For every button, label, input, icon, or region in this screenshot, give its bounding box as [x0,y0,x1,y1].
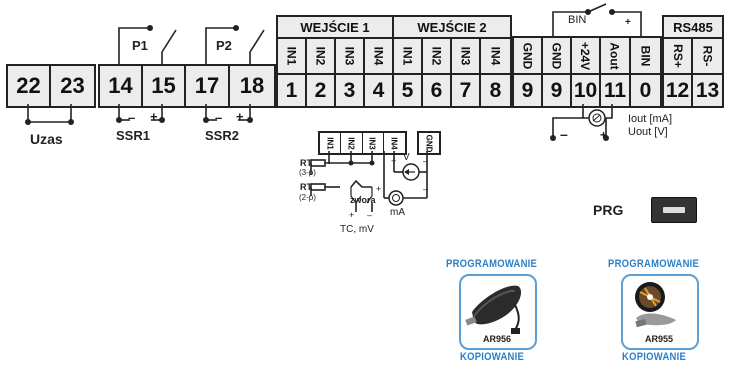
input-label-5: IN1 [394,39,423,75]
iout-label: Iout [mA] [628,113,673,125]
input-terminal-3: 3 [336,75,365,106]
ssr1-minus: – [128,110,136,125]
v-minus: – [423,156,429,166]
sensor-label-in1: IN1 [320,133,342,153]
terminal-14: 14 [100,66,143,106]
input-label-7: IN3 [452,39,481,75]
output-label-4: Aout [601,38,631,75]
output-label-1: GND [514,38,543,75]
input-label-6: IN2 [423,39,452,75]
terminal-23: 23 [60,73,85,98]
rtd3-sub: (3-p) [299,168,316,177]
bin-label: BIN [568,14,587,26]
prog2-model: AR955 [645,334,674,344]
ssr1-plus: + [150,109,158,124]
sensor-label-in2: IN2 [341,133,363,153]
input-label-4: IN4 [365,39,394,75]
input-label-8: IN4 [481,39,510,75]
rs485-terminal-2: 13 [695,78,720,102]
prg-label: PRG [593,202,624,218]
uzas-label: Uzas [30,131,63,147]
zwora-label: zwora [350,195,376,205]
input1-header: WEJŚCIE 1 [278,17,394,39]
ssr-terminal-block: 14 15 17 18 [98,64,276,108]
p1-label: P1 [132,38,148,53]
prg-button[interactable] [651,197,697,223]
sensor-label-gnd: GND [424,134,434,152]
output-terminal-5: 0 [639,78,652,102]
uout-label: Uout [V] [628,126,668,138]
ssr2-label: SSR2 [205,128,239,143]
terminal-15: 15 [143,66,186,106]
input-terminal-5: 5 [394,75,423,106]
rs485-terminal-1: 12 [664,75,693,106]
tc-label: TC, mV [340,224,374,235]
sensor-label-in3: IN3 [363,133,384,153]
bin-plus: + [625,17,631,28]
output-terminal-4: 11 [601,75,631,106]
ssr2-minus: – [215,110,223,125]
rtd3-label: RTD [300,158,319,168]
ssr1-label: SSR1 [116,128,150,143]
rs485-label-1: RS+ [664,39,693,75]
ssr2-plus: + [236,109,244,124]
output-terminal-1: 9 [514,75,543,106]
input-terminal-2: 2 [307,75,336,106]
p2-label: P2 [216,38,232,53]
input-label-3: IN3 [336,39,365,75]
ma-minus: – [423,184,429,194]
input-label-2: IN2 [307,39,336,75]
tc-plus: + [349,210,355,220]
input-label-1: IN1 [278,39,307,75]
input-terminal-1: 1 [278,75,307,106]
prog1-bottom-label: KOPIOWANIE [460,351,525,363]
terminal-18: 18 [239,73,265,98]
input-terminal-4: 4 [365,75,394,106]
sensor-gnd-terminal: GND [417,131,441,155]
input-terminal-7: 7 [452,75,481,106]
tc-minus: – [367,210,373,220]
output-label-3: +24V [572,38,601,75]
aout-minus: – [560,126,568,142]
output-terminal-3: 10 [572,75,601,106]
prog2-bottom-label: KOPIOWANIE [622,351,687,363]
terminal-22: 22 [8,66,51,106]
sensor-label-in4: IN4 [389,136,399,150]
rtd2-sub: (2-p) [299,193,316,202]
ma-plus: + [376,184,382,194]
rs485-header: RS485 [664,17,722,39]
output-terminal-2: 9 [543,75,572,106]
rs485-label-2: RS- [693,39,722,75]
v-plus: + [391,156,397,166]
input-terminal-8: 8 [489,78,502,102]
output-label-5: BIN [631,38,660,75]
aout-plus: + [600,128,608,142]
prog2-top-label: PROGRAMOWANIE [608,258,700,270]
prog1-top-label: PROGRAMOWANIE [446,258,538,270]
ma-label: mA [390,207,405,218]
terminal-17: 17 [186,66,230,106]
timer-terminal-block: 22 23 [6,64,96,108]
prg-slot [663,207,685,213]
rtd2-label: RTD [300,182,319,192]
prog1-model: AR956 [483,334,512,344]
output-label-2: GND [543,38,572,75]
input2-header: WEJŚCIE 2 [394,17,510,39]
v-label: V [403,152,410,163]
input-terminal-6: 6 [423,75,452,106]
